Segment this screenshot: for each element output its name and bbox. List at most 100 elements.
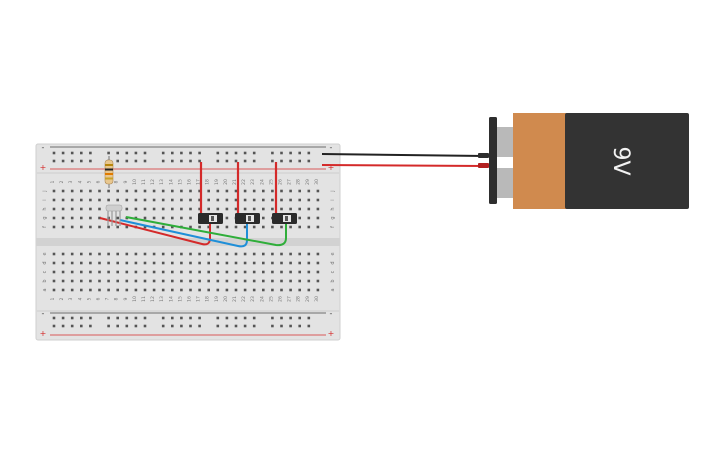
terminal-hole [198, 288, 201, 292]
terminal-hole [252, 261, 256, 265]
column-number: 21 [232, 179, 238, 185]
terminal-hole [116, 216, 119, 220]
rail-hole [271, 324, 274, 328]
rail-hole [134, 151, 138, 155]
terminal-hole [271, 207, 274, 211]
column-number: 5 [86, 180, 92, 183]
wire-red-to-led [99, 217, 211, 246]
row-letter: f [330, 226, 336, 228]
terminal-hole [180, 261, 183, 265]
terminal-hole [171, 252, 174, 256]
row-letter: d [330, 261, 336, 264]
terminal-hole [280, 279, 283, 283]
terminal-hole [271, 288, 274, 292]
rail-hole [189, 151, 192, 155]
rail-hole [225, 159, 229, 163]
terminal-hole [280, 189, 283, 193]
terminal-hole [243, 252, 247, 256]
terminal-hole [198, 270, 201, 274]
terminal-hole [307, 252, 311, 256]
terminal-hole [61, 216, 65, 220]
terminal-hole [243, 198, 247, 202]
terminal-hole [252, 225, 256, 229]
rail-hole [280, 324, 283, 328]
column-number: 2 [59, 297, 65, 300]
rail-hole [80, 324, 83, 328]
terminal-hole [198, 207, 201, 211]
terminal-hole [143, 288, 147, 292]
terminal-hole [207, 252, 210, 256]
column-number: 14 [168, 179, 174, 185]
terminal-hole [98, 198, 101, 202]
terminal-hole [252, 198, 256, 202]
rail-hole [180, 159, 183, 163]
terminal-hole [307, 216, 311, 220]
terminal-hole [316, 216, 320, 220]
terminal-hole [252, 189, 256, 193]
terminal-hole [198, 261, 201, 265]
rail-hole [161, 324, 165, 328]
row-letter: a [42, 288, 48, 291]
terminal-hole [152, 288, 156, 292]
rail-hole [143, 324, 147, 328]
rail-hole [61, 324, 65, 328]
rail-hole [189, 159, 192, 163]
terminal-hole [207, 270, 210, 274]
row-letter: h [330, 207, 336, 210]
wire-green-to-led [125, 216, 287, 247]
column-number: 25 [268, 296, 274, 302]
column-number: 2 [59, 180, 65, 183]
column-number: 29 [305, 179, 311, 185]
terminal-hole [252, 270, 256, 274]
terminal-hole [70, 225, 74, 229]
column-number: 13 [159, 296, 165, 302]
column-number: 11 [141, 296, 147, 302]
resistor-band [105, 177, 113, 180]
row-letter: c [42, 270, 48, 273]
rail-minus-sign: - [42, 309, 45, 318]
rail-hole [307, 151, 311, 155]
slide-switch-2[interactable] [235, 213, 260, 224]
terminal-hole [143, 279, 147, 283]
terminal-hole [252, 207, 256, 211]
column-number: 9 [123, 297, 129, 300]
rail-hole [189, 324, 192, 328]
terminal-hole [262, 189, 265, 193]
terminal-hole [107, 270, 110, 274]
terminal-hole [143, 198, 147, 202]
terminal-hole [307, 225, 311, 229]
terminal-hole [252, 288, 256, 292]
rail-hole [70, 316, 74, 320]
slide-switch-3[interactable] [272, 213, 297, 224]
rail-hole [171, 324, 174, 328]
rail-hole [289, 316, 292, 320]
terminal-hole [152, 207, 156, 211]
battery[interactable]: 9V [478, 113, 689, 209]
terminal-hole [316, 288, 320, 292]
row-letter: j [330, 190, 336, 192]
column-number: 5 [86, 297, 92, 300]
terminal-hole [307, 261, 311, 265]
row-letter: i [330, 199, 336, 200]
terminal-hole [52, 270, 56, 274]
terminal-hole [70, 270, 74, 274]
rail-hole [134, 324, 138, 328]
terminal-hole [70, 288, 74, 292]
rail-hole [107, 324, 110, 328]
terminal-hole [271, 252, 274, 256]
terminal-hole [116, 189, 119, 193]
terminal-hole [52, 189, 56, 193]
terminal-hole [207, 189, 210, 193]
column-number: 22 [241, 179, 247, 185]
rail-hole [198, 159, 201, 163]
terminal-hole [125, 189, 129, 193]
rail-hole [70, 151, 74, 155]
terminal-hole [61, 288, 65, 292]
rail-hole [125, 316, 129, 320]
switch-knob [211, 216, 214, 221]
terminal-hole [161, 261, 165, 265]
terminal-hole [234, 261, 238, 265]
terminal-hole [152, 270, 156, 274]
slide-switch-1[interactable] [198, 213, 223, 224]
rail-hole [271, 151, 274, 155]
